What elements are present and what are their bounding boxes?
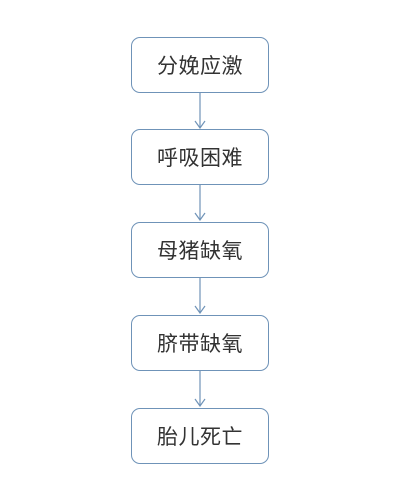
flow-node-1: 分娩应激	[131, 37, 269, 93]
flow-node-3: 母猪缺氧	[131, 222, 269, 278]
flow-node-5-label: 胎儿死亡	[157, 425, 243, 449]
flow-node-3-label: 母猪缺氧	[157, 239, 243, 263]
flow-node-4-label: 脐带缺氧	[157, 332, 243, 356]
arrow-down-icon	[190, 371, 210, 407]
arrow-down-icon	[190, 93, 210, 129]
arrow-down-icon	[190, 278, 210, 314]
flow-node-5: 胎儿死亡	[131, 408, 269, 464]
flow-node-4: 脐带缺氧	[131, 315, 269, 371]
flow-node-1-label: 分娩应激	[157, 54, 243, 78]
flow-node-2: 呼吸困难	[131, 129, 269, 185]
arrow-down-icon	[190, 185, 210, 221]
flow-node-2-label: 呼吸困难	[157, 146, 243, 170]
